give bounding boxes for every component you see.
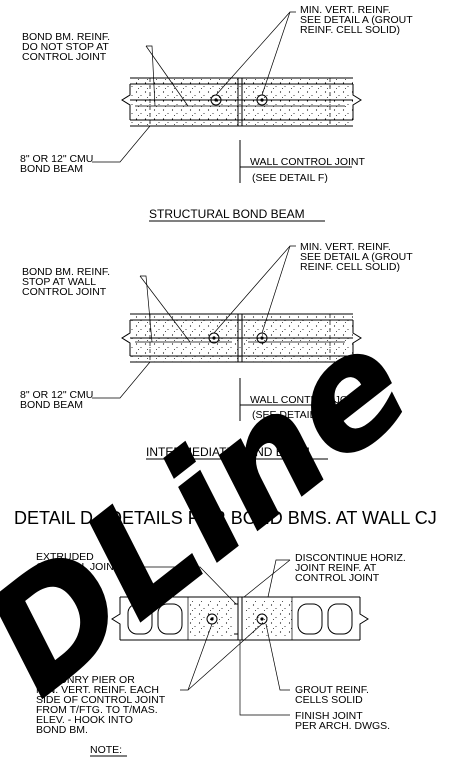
note-label: NOTE: <box>90 744 122 756</box>
beam1-caption: STRUCTURAL BOND BEAM <box>149 207 305 221</box>
beam1-vert-reinf-right-dot <box>260 98 264 102</box>
plan-vert-reinf-right-dot <box>260 617 264 621</box>
beam1-vert-reinf-left-dot <box>214 98 218 102</box>
beam2-leader-bond-b <box>139 275 191 343</box>
plan-grout-right <box>246 600 292 637</box>
plan-leader-discontinue-b <box>243 559 291 598</box>
plan-label-grout: GROUT REINF.CELLS SOLID <box>295 684 369 706</box>
plan-hollow-cell-2 <box>157 603 183 635</box>
beam2-label-joint: WALL CONTROL JOINT(SEE DETAIL F) <box>250 394 366 421</box>
beam2-vert-reinf-right-dot <box>260 336 264 340</box>
plan-view-section <box>111 559 369 716</box>
plan-vert-reinf-left-dot <box>210 617 214 621</box>
beam1-label-joint: WALL CONTROL JOINT(SEE DETAIL F) <box>250 156 366 184</box>
beam1-break-left <box>121 84 131 120</box>
plan-break-right <box>359 597 369 640</box>
detail-title: DETAIL D - DETAILS FOR BOND BMS. AT WALL… <box>14 508 437 528</box>
beam1-leader-bond-a <box>146 45 156 107</box>
beam1-break-right <box>352 84 362 120</box>
plan-hollow-cell-3 <box>297 603 323 635</box>
plan-hollow-cell-4 <box>327 603 353 635</box>
plan-leader-grout <box>265 623 290 691</box>
beam2-leader-vert-b <box>261 245 291 334</box>
beam2-break-left <box>121 320 131 356</box>
beam1-leader-cmu <box>92 125 151 163</box>
beam1-leader-vert-b <box>261 11 291 96</box>
plan-leader-discontinue <box>267 559 290 598</box>
plan-leader-pier-b <box>187 623 263 691</box>
plan-leader-finish <box>239 640 290 716</box>
intermediate-bond-beam-section <box>92 245 362 421</box>
plan-hollow-cell-1 <box>127 603 153 635</box>
plan-leader-extruded <box>124 566 237 605</box>
beam2-caption: INTERMEDIATE BOND BEAM <box>146 445 310 459</box>
beam2-leader-bond-a <box>140 275 153 343</box>
beam2-vert-reinf-left-dot <box>212 336 216 340</box>
beam1-leader-bond-b <box>145 45 189 107</box>
beam2-break-right <box>352 320 362 356</box>
beam2-leader-cmu <box>92 361 151 399</box>
plan-break-left <box>111 597 121 640</box>
structural-bond-beam-section <box>92 11 362 183</box>
